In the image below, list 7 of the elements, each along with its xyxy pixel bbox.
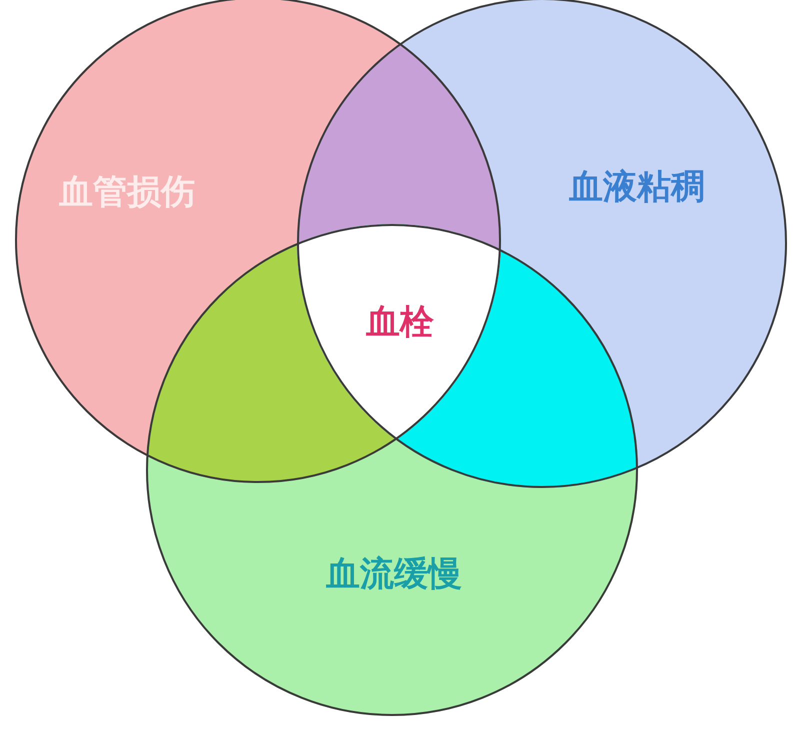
venn-circle xyxy=(15,0,501,483)
venn-circle xyxy=(146,224,638,716)
center-label: 血栓 xyxy=(366,301,434,344)
circle-label: 血流缓慢 xyxy=(326,553,462,596)
circle-label: 血管损伤 xyxy=(59,171,195,214)
circle-label: 血液粘稠 xyxy=(569,166,705,209)
venn-circle xyxy=(297,0,787,488)
